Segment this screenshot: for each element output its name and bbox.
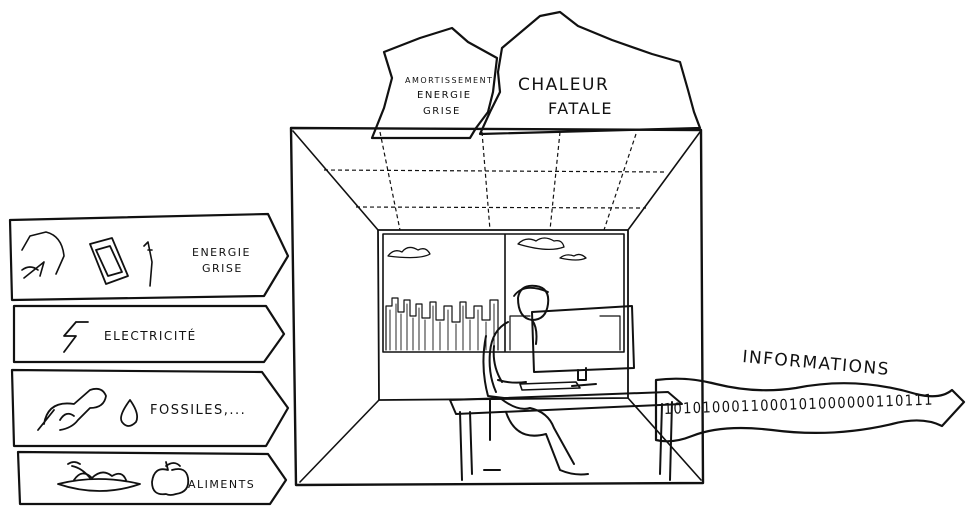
grey-energy-shape: AMORTISSEMENT ENERGIE GRISE — [370, 26, 499, 140]
input-arrow-fossils: FOSSILES,... — [10, 368, 290, 448]
smartphone-icon — [89, 237, 129, 285]
binary-stream: 1010100011000101000000110111 — [664, 391, 934, 418]
pen-icon — [143, 241, 153, 287]
information-label: INFORMATIONS — [742, 347, 891, 380]
input-arrow-grey-energy: ENERGIE GRISE — [8, 212, 290, 302]
grey-energy-line1: AMORTISSEMENT — [405, 76, 493, 85]
oil-drop-icon — [120, 399, 139, 427]
device-recycling-icon — [21, 231, 65, 279]
grey-energy-line3: GRISE — [423, 106, 461, 117]
office-room — [289, 126, 705, 487]
fatal-heat-line2: FATALE — [548, 99, 613, 118]
grey-energy-label-line1: ENERGIE — [192, 246, 251, 259]
fatal-heat-line1: CHALEUR — [518, 75, 609, 95]
grey-energy-label-line2: GRISE — [202, 262, 243, 275]
fuel-nozzle-icon — [37, 387, 107, 431]
grey-energy-line2: ENERGIE — [417, 90, 472, 101]
apple-icon — [151, 461, 190, 496]
lightning-icon — [63, 321, 89, 353]
electricity-label: ELECTRICITÉ — [104, 328, 197, 343]
plate-icon — [57, 461, 141, 492]
desk-scene — [449, 284, 683, 481]
fatal-heat-shape: CHALEUR FATALE — [478, 10, 702, 136]
food-label: ALIMENTS — [188, 478, 255, 491]
input-arrow-electricity: ELECTRICITÉ — [12, 304, 286, 364]
fossils-label: FOSSILES,... — [150, 403, 246, 418]
input-arrow-food: ALIMENTS — [16, 450, 288, 506]
